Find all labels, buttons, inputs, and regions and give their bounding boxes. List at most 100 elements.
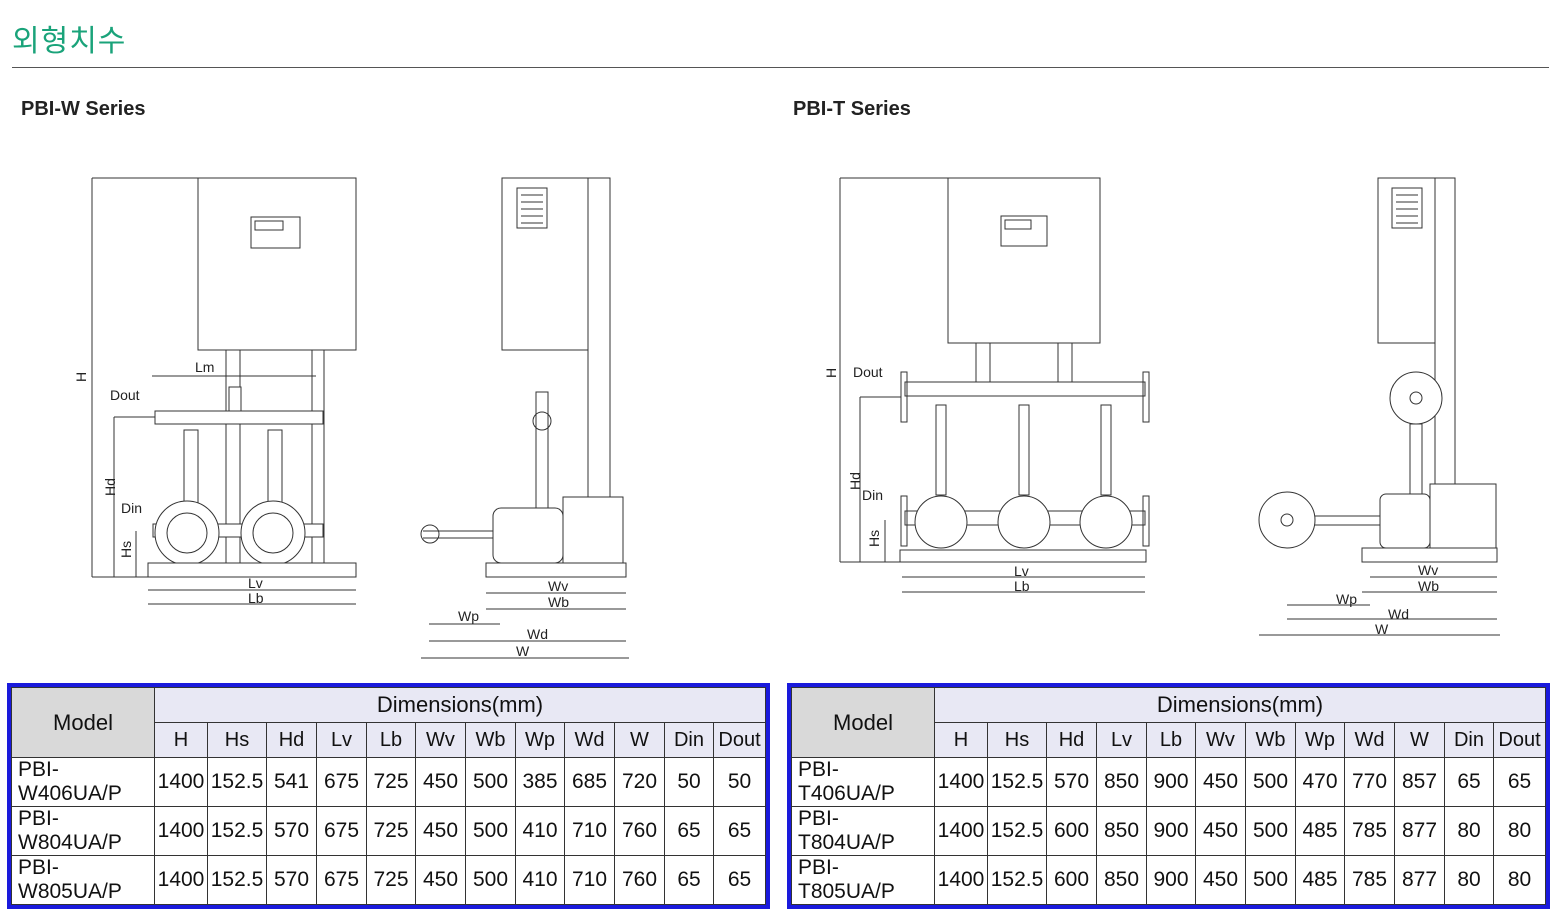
value-cell: 877 <box>1394 855 1445 905</box>
dimensions-header: Dimensions(mm) <box>934 687 1546 723</box>
value-cell: 570 <box>266 806 317 856</box>
value-cell: 65 <box>713 855 766 905</box>
model-cell: PBI-W805UA/P <box>11 855 155 905</box>
col-header: Lv <box>1096 722 1147 758</box>
value-cell: 65 <box>664 806 714 856</box>
value-cell: 50 <box>664 757 714 807</box>
value-cell: 80 <box>1493 806 1546 856</box>
model-cell: PBI-T406UA/P <box>791 757 935 807</box>
value-cell: 725 <box>366 757 416 807</box>
label-t-hs: Hs <box>866 530 882 547</box>
value-cell: 710 <box>564 806 615 856</box>
col-header: Wd <box>1344 722 1395 758</box>
table-row: PBI-T406UA/P 1400 152.5 570 850 900 450 … <box>791 757 1546 807</box>
value-cell: 470 <box>1295 757 1345 807</box>
value-cell: 65 <box>664 855 714 905</box>
value-cell: 710 <box>564 855 615 905</box>
value-cell: 1400 <box>934 757 988 807</box>
col-header: H <box>934 722 988 758</box>
value-cell: 500 <box>465 806 516 856</box>
col-header: Wp <box>1295 722 1345 758</box>
value-cell: 65 <box>713 806 766 856</box>
value-cell: 485 <box>1295 806 1345 856</box>
dimensions-header: Dimensions(mm) <box>154 687 766 723</box>
model-cell: PBI-W804UA/P <box>11 806 155 856</box>
value-cell: 570 <box>1046 757 1097 807</box>
col-header: Din <box>1444 722 1494 758</box>
series-title-w: PBI-W Series <box>21 98 146 120</box>
value-cell: 152.5 <box>987 806 1047 856</box>
value-cell: 685 <box>564 757 615 807</box>
value-cell: 152.5 <box>987 855 1047 905</box>
col-header: H <box>154 722 208 758</box>
value-cell: 152.5 <box>987 757 1047 807</box>
col-header: W <box>614 722 665 758</box>
table-row: PBI-W805UA/P 1400 152.5 570 675 725 450 … <box>11 855 766 905</box>
value-cell: 570 <box>266 855 317 905</box>
value-cell: 1400 <box>154 855 208 905</box>
value-cell: 410 <box>515 855 565 905</box>
col-header: Wv <box>1195 722 1246 758</box>
table-row: PBI-T805UA/P 1400 152.5 600 850 900 450 … <box>791 855 1546 905</box>
col-header: Lb <box>366 722 416 758</box>
label-w-lv: Lv <box>248 575 263 591</box>
label-w-wv: Wv <box>548 578 568 594</box>
value-cell: 675 <box>316 806 367 856</box>
label-w-hs: Hs <box>118 541 134 558</box>
col-header: Wb <box>1245 722 1296 758</box>
label-w-lm: Lm <box>195 359 214 375</box>
value-cell: 785 <box>1344 855 1395 905</box>
value-cell: 485 <box>1295 855 1345 905</box>
value-cell: 877 <box>1394 806 1445 856</box>
col-header: Din <box>664 722 714 758</box>
model-header: Model <box>791 687 935 758</box>
value-cell: 50 <box>713 757 766 807</box>
label-w-hd: Hd <box>102 478 118 496</box>
value-cell: 1400 <box>154 757 208 807</box>
value-cell: 900 <box>1146 855 1196 905</box>
value-cell: 450 <box>415 757 466 807</box>
value-cell: 785 <box>1344 806 1395 856</box>
value-cell: 857 <box>1394 757 1445 807</box>
label-t-din: Din <box>862 487 883 503</box>
col-header: Wd <box>564 722 615 758</box>
value-cell: 65 <box>1444 757 1494 807</box>
label-t-wd: Wd <box>1388 606 1409 622</box>
series-title-t: PBI-T Series <box>793 98 911 120</box>
value-cell: 450 <box>1195 855 1246 905</box>
value-cell: 900 <box>1146 806 1196 856</box>
dimension-drawings: H Lm Dout Hd Din Hs Lv Lb Wv Wb Wp Wd W <box>73 177 1500 659</box>
value-cell: 850 <box>1096 855 1147 905</box>
col-header: Wv <box>415 722 466 758</box>
label-w-wp: Wp <box>458 608 479 624</box>
model-cell: PBI-T804UA/P <box>791 806 935 856</box>
value-cell: 410 <box>515 806 565 856</box>
value-cell: 600 <box>1046 855 1097 905</box>
value-cell: 500 <box>465 757 516 807</box>
col-header: Lv <box>316 722 367 758</box>
col-header: W <box>1394 722 1445 758</box>
model-cell: PBI-T805UA/P <box>791 855 935 905</box>
label-t-dout: Dout <box>853 364 883 380</box>
value-cell: 675 <box>316 855 367 905</box>
col-header: Wb <box>465 722 516 758</box>
value-cell: 1400 <box>934 806 988 856</box>
label-t-lv: Lv <box>1014 563 1029 579</box>
value-cell: 760 <box>614 855 665 905</box>
value-cell: 450 <box>1195 806 1246 856</box>
col-header: Dout <box>1493 722 1546 758</box>
page-title: 외형치수 <box>12 24 127 59</box>
value-cell: 80 <box>1444 855 1494 905</box>
label-t-wp: Wp <box>1336 591 1357 607</box>
label-w-wb: Wb <box>548 594 569 610</box>
value-cell: 725 <box>366 806 416 856</box>
value-cell: 80 <box>1493 855 1546 905</box>
value-cell: 500 <box>1245 806 1296 856</box>
col-header: Hs <box>987 722 1047 758</box>
value-cell: 770 <box>1344 757 1395 807</box>
value-cell: 1400 <box>934 855 988 905</box>
value-cell: 80 <box>1444 806 1494 856</box>
value-cell: 500 <box>1245 855 1296 905</box>
col-header: Hd <box>1046 722 1097 758</box>
label-t-hd: Hd <box>847 472 863 490</box>
